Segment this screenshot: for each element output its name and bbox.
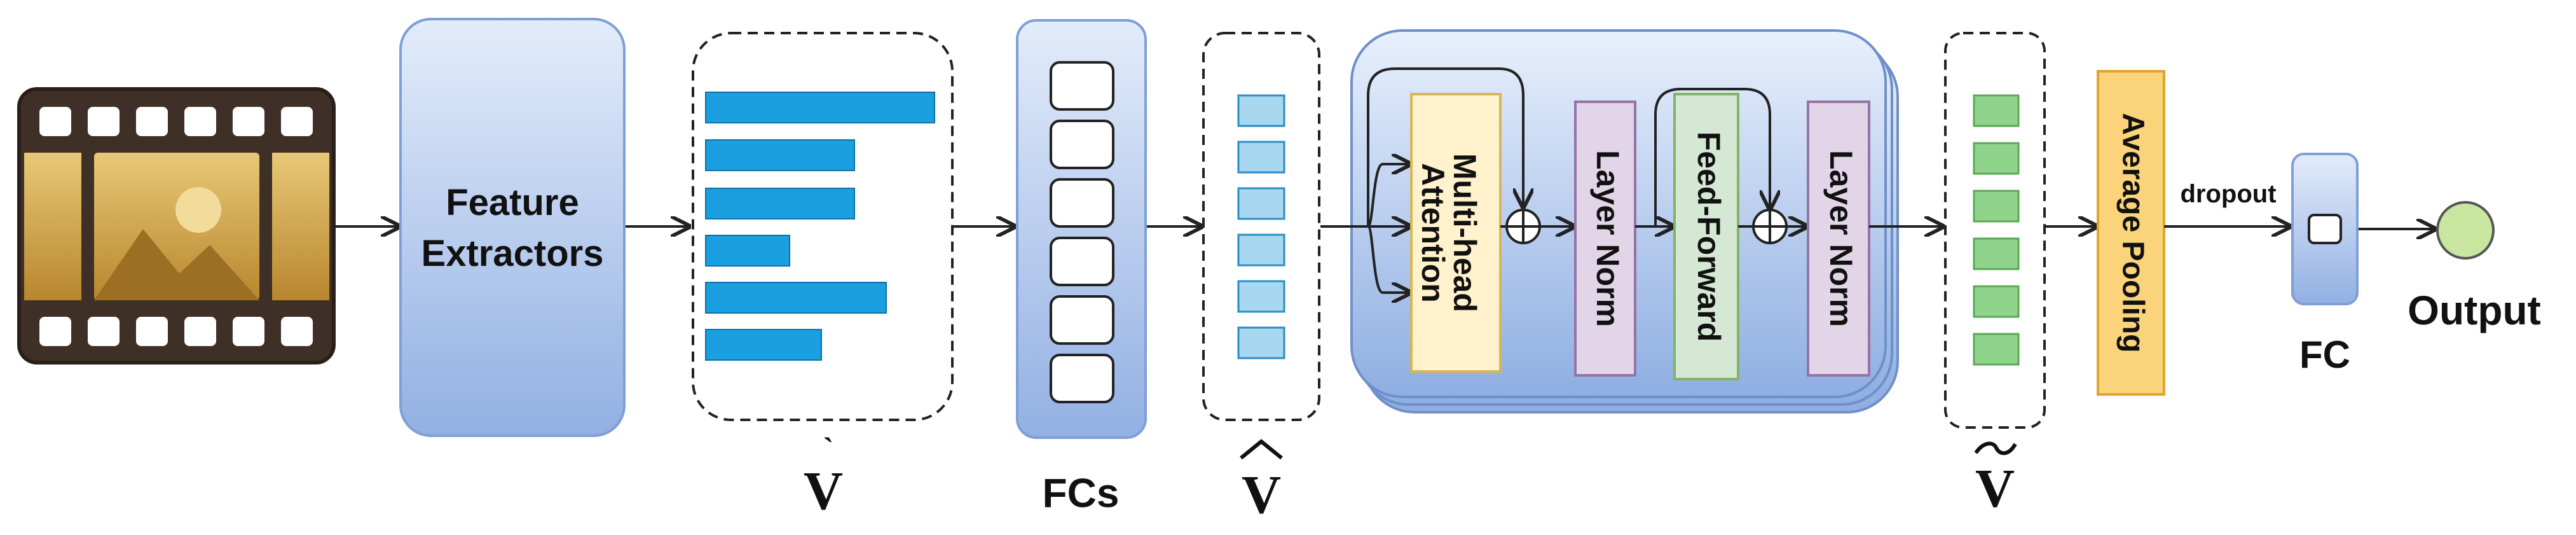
fc-unit: [2308, 214, 2342, 244]
feature-bar: [705, 329, 822, 361]
v-hat-cell: [1237, 280, 1285, 313]
feature-extractors-block: Feature Extractors: [399, 18, 626, 437]
fcs-block: [1016, 19, 1147, 439]
output-node: [2436, 201, 2495, 260]
video-film-icon: [17, 87, 336, 365]
v-tilde-cell: [1973, 190, 2020, 223]
v-accent-mark: `: [823, 431, 834, 466]
tilde-accent: [1974, 441, 2017, 455]
encoded-vectors-v-tilde: [1944, 32, 2046, 429]
fc-unit: [1050, 237, 1114, 286]
fc-unit: [1050, 354, 1114, 403]
v-hat-cell: [1237, 187, 1285, 220]
v-hat-cell: [1237, 326, 1285, 359]
fcs-label: FCs: [1043, 470, 1120, 516]
fc-block: [2291, 153, 2359, 305]
attention-label-line1: Multi-head: [1447, 153, 1483, 312]
v-tilde-cell: [1973, 333, 2020, 366]
v-hat-cell: [1237, 94, 1285, 127]
v-tilde-symbol: V: [1975, 457, 2015, 518]
v-symbol: V: [804, 460, 843, 521]
v-tilde-cell: [1973, 285, 2020, 318]
v-tilde-cell: [1973, 237, 2020, 270]
feed-forward-connectors: [1635, 88, 1770, 226]
feature-bar: [705, 235, 790, 267]
residual-add-icon: [1505, 209, 1541, 244]
feature-bar: [705, 282, 887, 314]
feature-extractors-label-line1: Feature: [446, 182, 579, 223]
fc-unit: [1050, 295, 1114, 345]
v-tilde-cell: [1973, 94, 2020, 127]
fc-unit: [1050, 178, 1114, 228]
v-hat-cell: [1237, 233, 1285, 267]
feed-forward-label: Feed-Forward: [1691, 132, 1727, 342]
attention-input-connectors: [1320, 67, 1523, 293]
feature-extractors-label-line2: Extractors: [421, 233, 604, 274]
v-hat-cell: [1237, 141, 1285, 174]
fc-unit: [1050, 120, 1114, 169]
multi-head-attention-block: Multi-head Attention: [1410, 93, 1502, 373]
feature-bar: [705, 139, 855, 171]
feature-bar: [705, 92, 935, 123]
layer-norm-block-2: Layer Norm: [1807, 101, 1870, 377]
average-pooling-block: Average Pooling: [2097, 70, 2165, 396]
hat-accent: [1240, 439, 1283, 460]
fc-label: FC: [2299, 333, 2350, 376]
layer-norm-1-label: Layer Norm: [1590, 150, 1626, 327]
projected-vectors-v-hat: [1202, 32, 1320, 421]
average-pooling-label: Average Pooling: [2116, 113, 2149, 353]
v-tilde-cell: [1973, 142, 2020, 175]
v-hat-symbol: V: [1242, 464, 1281, 525]
feature-vectors-v: [692, 32, 954, 421]
dropout-label: dropout: [2180, 180, 2276, 208]
feed-forward-block: Feed-Forward: [1673, 93, 1739, 380]
residual-add-icon: [1752, 209, 1788, 244]
feature-bar: [705, 188, 855, 219]
fc-unit: [1050, 61, 1114, 111]
output-label: Output: [2408, 288, 2541, 333]
attention-label-line2: Attention: [1415, 163, 1451, 302]
layer-norm-block-1: Layer Norm: [1574, 101, 1636, 377]
layer-norm-2-label: Layer Norm: [1823, 150, 1859, 327]
